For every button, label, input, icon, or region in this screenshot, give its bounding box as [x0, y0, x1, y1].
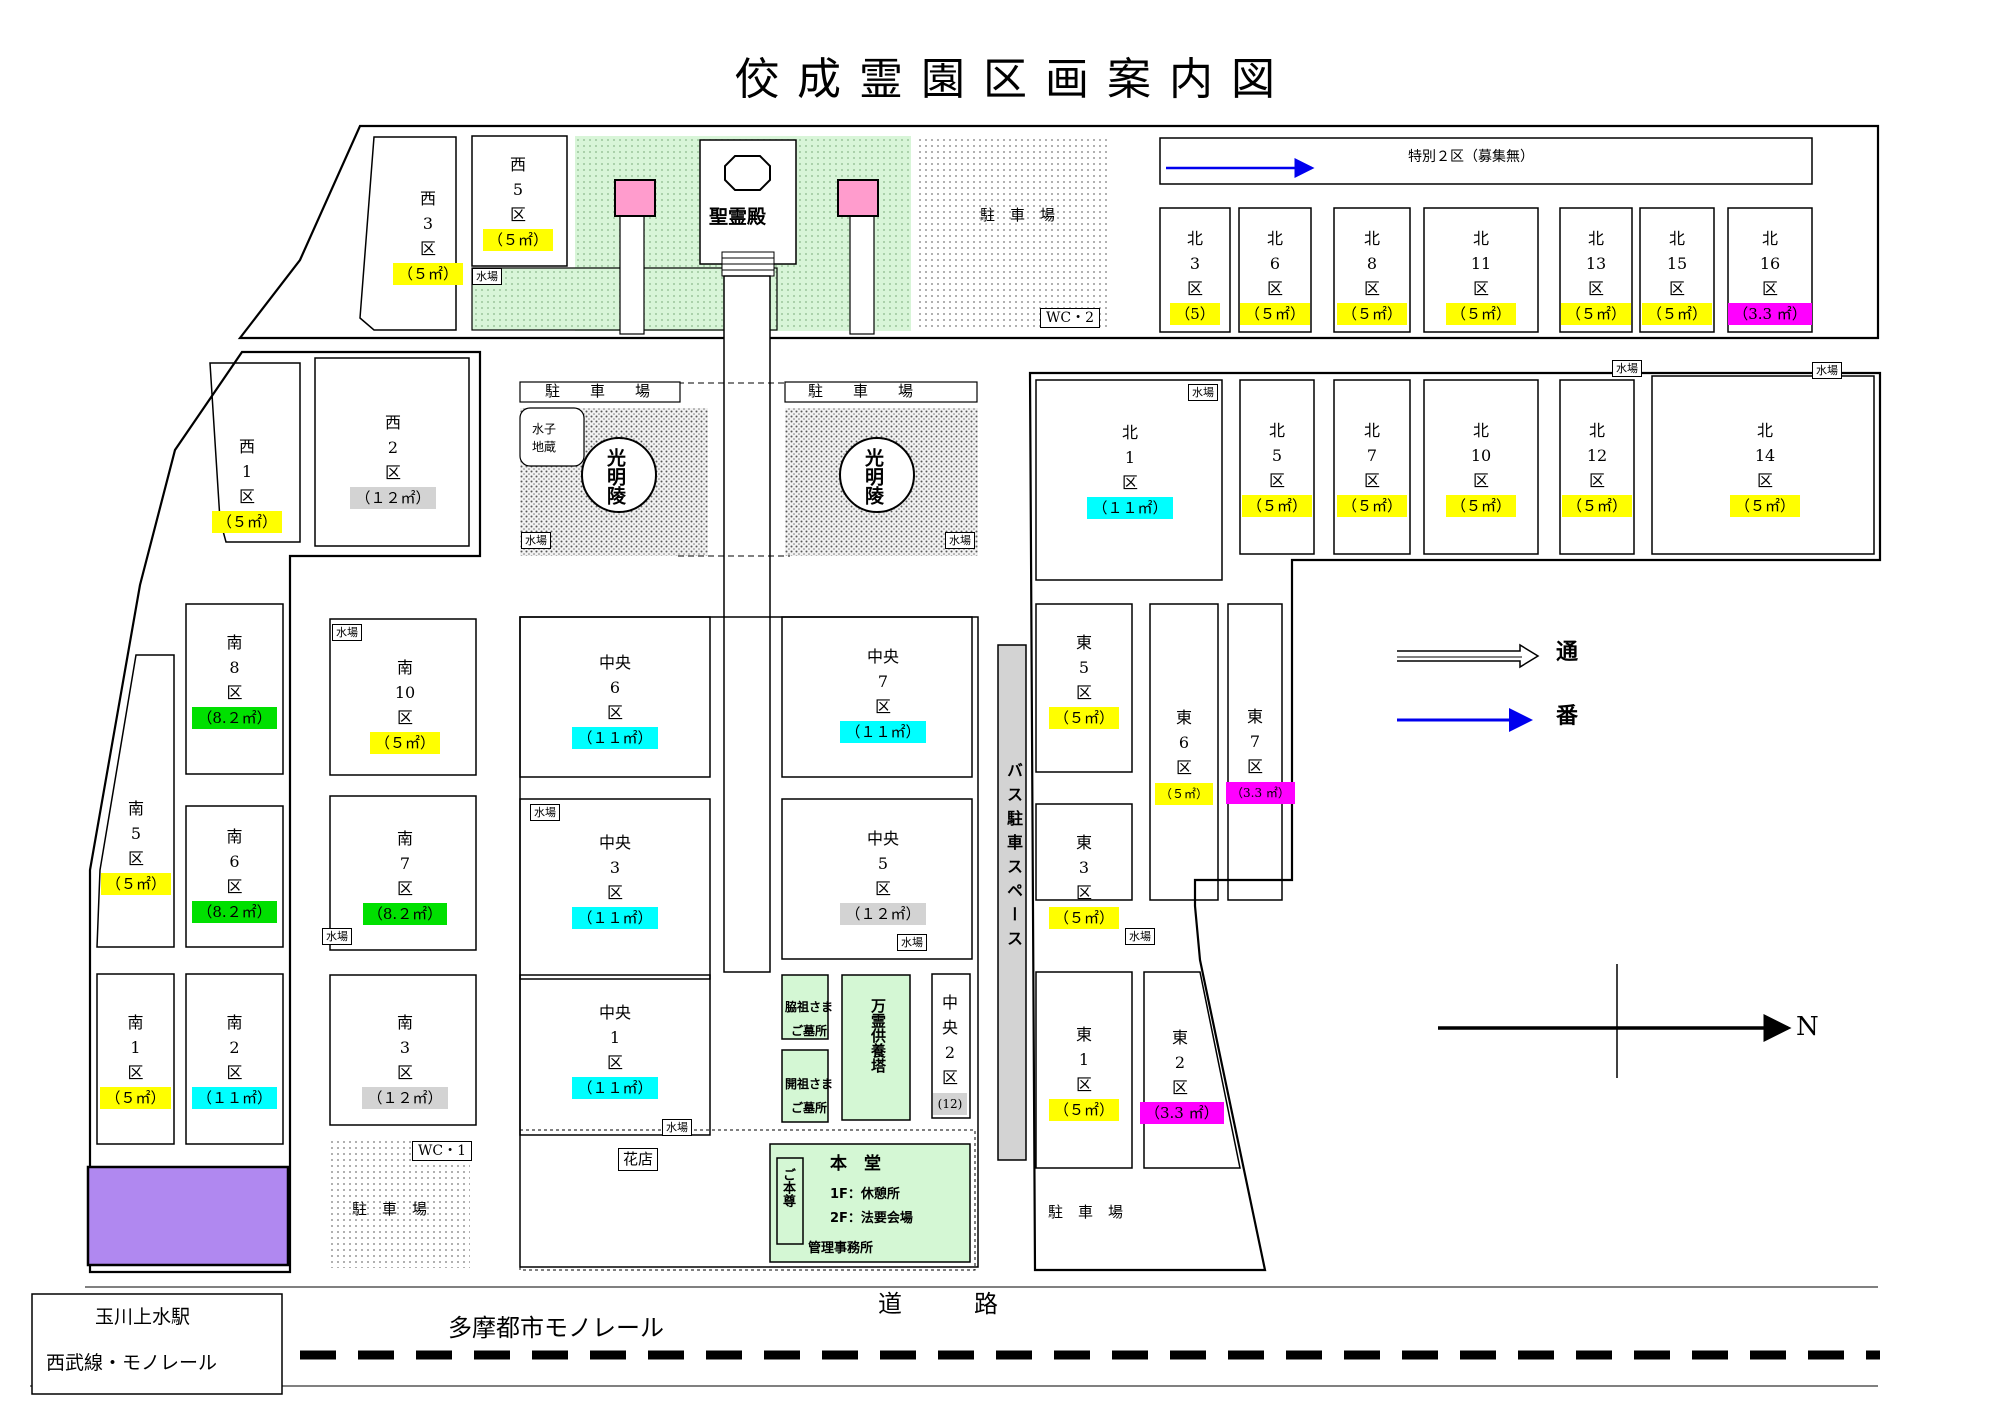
lantern-east-icon: [837, 179, 879, 217]
lantern-west-icon: [614, 179, 656, 217]
gohonzon: [776, 1157, 804, 1245]
seireiden-octagon-icon: [724, 155, 771, 191]
parking-south: [330, 1138, 470, 1268]
southwest-outline: [88, 350, 482, 1274]
manrei-kuyoto: [841, 974, 911, 1121]
west-block-outline: [237, 124, 1880, 340]
north-east-outline: [1028, 371, 1882, 1272]
shotengai: [86, 1165, 290, 1267]
hondo-grounds: [519, 1129, 976, 1271]
legend-icons: [1397, 643, 1540, 732]
site-outlines: [88, 124, 1882, 1274]
station-box: [31, 1293, 283, 1395]
mizuko-jizo: [519, 407, 585, 467]
komyoryo-east-icon: [839, 437, 915, 513]
bus-parking: [997, 644, 1027, 1161]
wakiso-gobosho: [781, 974, 829, 1040]
compass: [1438, 964, 1792, 1078]
parking-north: [915, 136, 1110, 331]
komyoryo-west-icon: [581, 437, 657, 513]
tokubetsu-2-ku: [1159, 137, 1813, 185]
kaiso-gobosho: [781, 1049, 829, 1123]
central-walkway: [723, 275, 771, 973]
seireiden-building: [699, 139, 797, 265]
